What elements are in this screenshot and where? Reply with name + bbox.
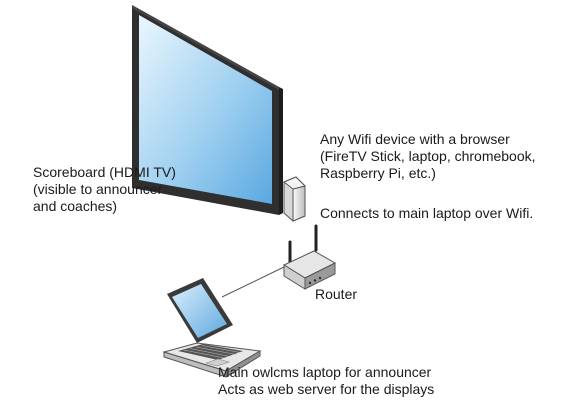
router-label: Router	[315, 286, 358, 302]
router-icon	[282, 224, 337, 290]
scoreboard-label-line: and coaches)	[33, 198, 118, 214]
wifi-device-label: Any Wifi device with a browser (FireTV S…	[320, 131, 536, 182]
laptop-label-line: Main owlcms laptop for announcer	[218, 364, 432, 380]
wifi-device-label-line: Raspberry Pi, etc.)	[320, 165, 436, 181]
wifi-connect-label: Connects to main laptop over Wifi.	[320, 205, 534, 221]
network-connection-line	[221, 266, 285, 298]
wifi-device-label-line: Any Wifi device with a browser	[320, 131, 510, 147]
scoreboard-label-line: (visible to announcer	[33, 181, 163, 197]
wifi-device-label-line: (FireTV Stick, laptop, chromebook,	[320, 148, 536, 164]
scoreboard-label: Scoreboard (HDMI TV) (visible to announc…	[33, 164, 176, 215]
laptop-icon	[162, 278, 262, 378]
wifi-device-icon	[283, 176, 306, 222]
scoreboard-label-line: Scoreboard (HDMI TV)	[33, 164, 176, 180]
laptop-label: Main owlcms laptop for announcer Acts as…	[218, 364, 434, 398]
laptop-label-line: Acts as web server for the displays	[218, 381, 435, 397]
scoreboard-tv-icon	[132, 5, 283, 215]
